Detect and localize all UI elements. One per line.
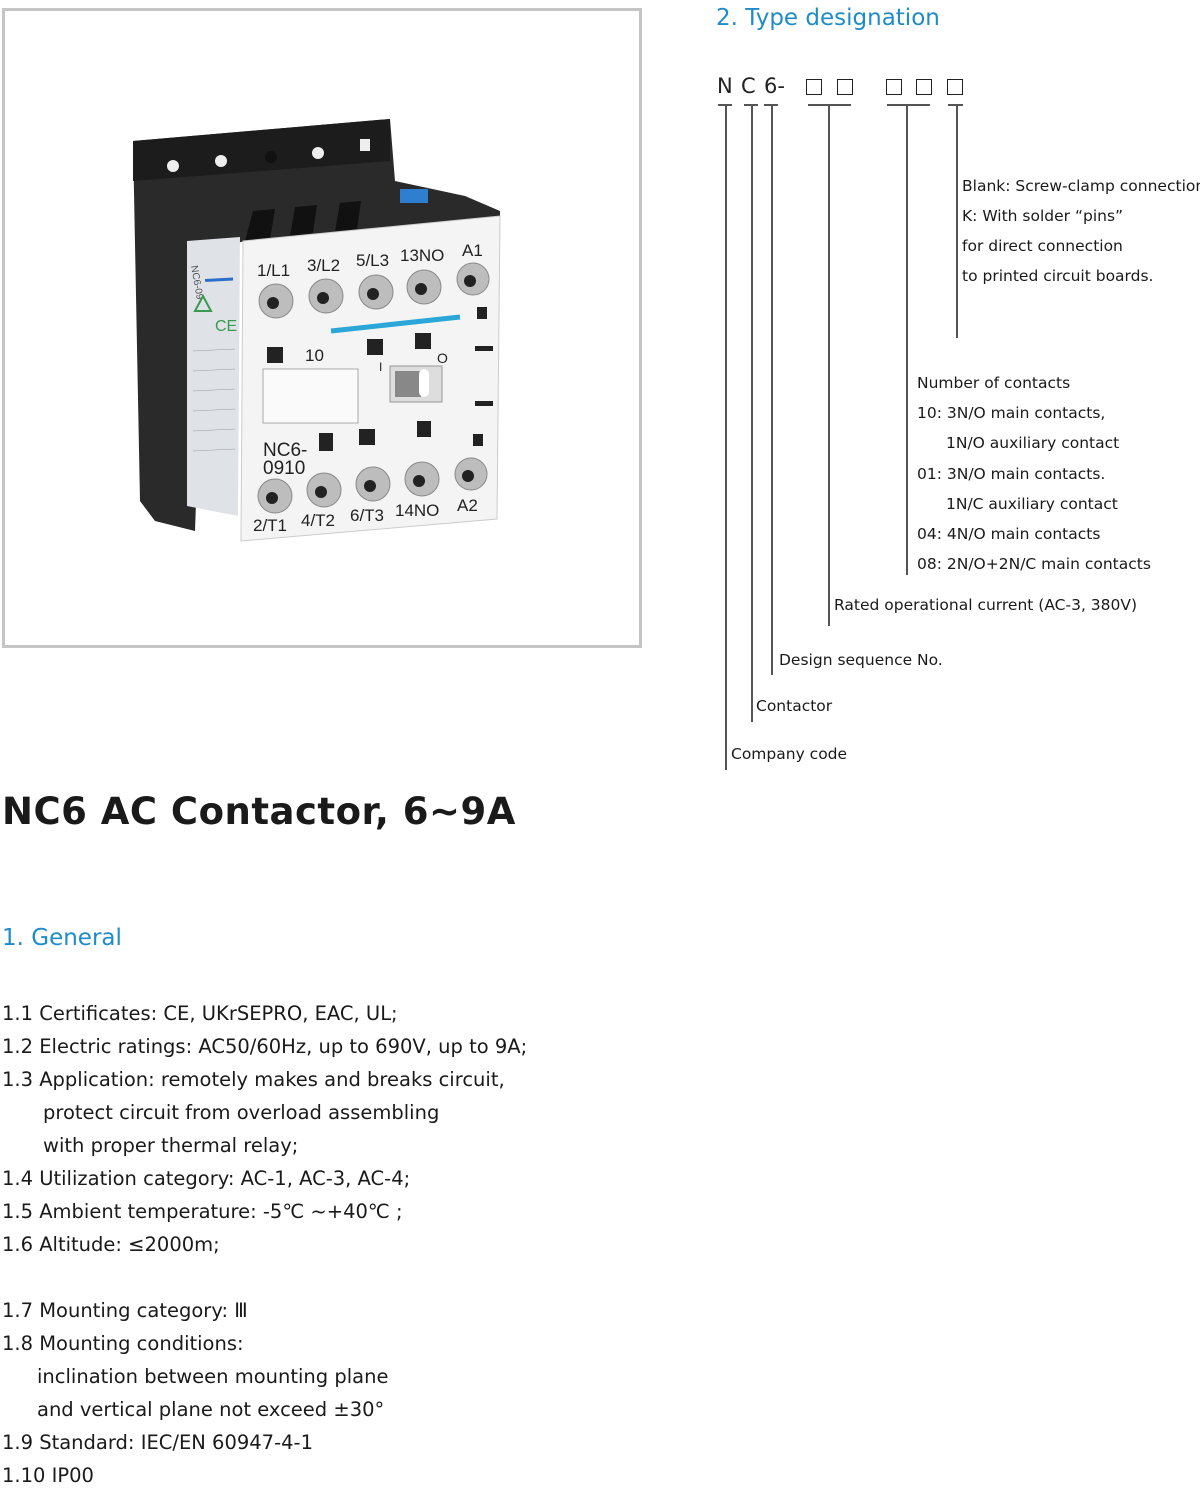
general-item: 1.1 Certificates: CE, UKrSEPRO, EAC, UL;: [2, 1002, 398, 1025]
terminal-label: 4/T2: [301, 511, 335, 530]
sequence-desc: Design sequence No.: [779, 651, 943, 669]
aux-code-label: 10: [305, 346, 324, 365]
general-item: 1.9 Standard: IEC/EN 60947-4-1: [2, 1431, 313, 1454]
contacts-desc: Number of contacts: [917, 374, 1071, 392]
terminal-label: 2/T1: [253, 516, 287, 535]
general-item: 1.4 Utilization category: AC-1, AC-3, AC…: [2, 1167, 411, 1190]
leader-line: [906, 105, 908, 575]
model-label: 0910: [263, 458, 305, 479]
code-letter: C: [741, 74, 756, 98]
placeholder-box: [916, 79, 932, 95]
current-desc: Rated operational current (AC-3, 380V): [834, 596, 1138, 614]
terminal-label: A1: [462, 241, 483, 260]
general-item: 1.2 Electric ratings: AC50/60Hz, up to 6…: [2, 1035, 528, 1058]
general-item: 1.5 Ambient temperature: -5℃ ~+40℃ ;: [2, 1200, 403, 1223]
marker-label-area: [262, 368, 359, 424]
general-item: 1.7 Mounting category: Ⅲ: [2, 1299, 248, 1322]
leader-line: [725, 105, 727, 770]
terminal-label: 14NO: [395, 501, 439, 520]
switch-off-label: O: [437, 350, 448, 366]
leader-line: [828, 105, 830, 626]
product-image-frame: NC6-09 CE 1/L1 3/L2 5/L3 13NO A1 2/T1 4/…: [2, 8, 642, 648]
bracket-line: [764, 104, 778, 106]
contacts-desc: 01: 3N/O main contacts.: [917, 465, 1106, 483]
company-desc: Company code: [731, 745, 848, 763]
svg-text:CE: CE: [215, 318, 237, 335]
type-designation-heading: 2. Type designation: [716, 5, 940, 31]
placeholder-box: [886, 79, 902, 95]
contacts-desc: 1N/O auxiliary contact: [946, 434, 1120, 452]
bracket-line: [887, 104, 930, 106]
bracket-line: [808, 104, 851, 106]
code-letter: N: [717, 74, 733, 98]
terminal-desc: to printed circuit boards.: [962, 267, 1154, 285]
terminal-label: 6/T3: [350, 506, 384, 525]
terminal-label: 1/L1: [257, 261, 290, 280]
general-item: 1.3 Application: remotely makes and brea…: [2, 1068, 505, 1091]
page-title: NC6 AC Contactor, 6~9A: [2, 790, 516, 833]
bracket-line: [718, 104, 732, 106]
placeholder-box: [947, 79, 963, 95]
placeholder-box: [806, 79, 822, 95]
general-item: 1.10 IP00: [2, 1464, 94, 1487]
general-heading: 1. General: [2, 925, 122, 951]
general-item: with proper thermal relay;: [43, 1134, 299, 1157]
general-item: 1.6 Altitude: ≤2000m;: [2, 1233, 220, 1256]
bracket-line: [948, 104, 963, 106]
accent-stripe: [330, 314, 461, 334]
switch-on-label: I: [379, 360, 382, 374]
model-label: NC6-: [263, 440, 307, 461]
contacts-desc: 04: 4N/O main contacts: [917, 525, 1101, 543]
contacts-desc: 1N/C auxiliary contact: [946, 495, 1118, 513]
terminal-label: 13NO: [400, 246, 444, 265]
general-item: 1.8 Mounting conditions:: [2, 1332, 244, 1355]
contactor-product-image: NC6-09 CE 1/L1 3/L2 5/L3 13NO A1 2/T1 4/…: [133, 119, 501, 542]
placeholder-box: [837, 79, 853, 95]
terminal-label: A2: [457, 496, 478, 515]
terminal-desc: Blank: Screw-clamp connection: [962, 177, 1200, 195]
contactor-desc: Contactor: [756, 697, 833, 715]
terminal-desc: K: With solder “pins”: [962, 207, 1124, 225]
contacts-desc: 10: 3N/O main contacts,: [917, 404, 1106, 422]
general-item: inclination between mounting plane: [37, 1365, 389, 1388]
terminal-label: 5/L3: [356, 251, 389, 270]
general-item: protect circuit from overload assembling: [43, 1101, 440, 1124]
bracket-line: [744, 104, 758, 106]
leader-line: [771, 105, 773, 675]
terminal-label: 3/L2: [307, 256, 340, 275]
leader-line: [956, 105, 958, 338]
code-letter: 6-: [764, 74, 785, 98]
contacts-desc: 08: 2N/O+2N/C main contacts: [917, 555, 1151, 573]
terminal-desc: for direct connection: [962, 237, 1123, 255]
leader-line: [751, 105, 753, 722]
general-item: and vertical plane not exceed ±30°: [37, 1398, 385, 1421]
